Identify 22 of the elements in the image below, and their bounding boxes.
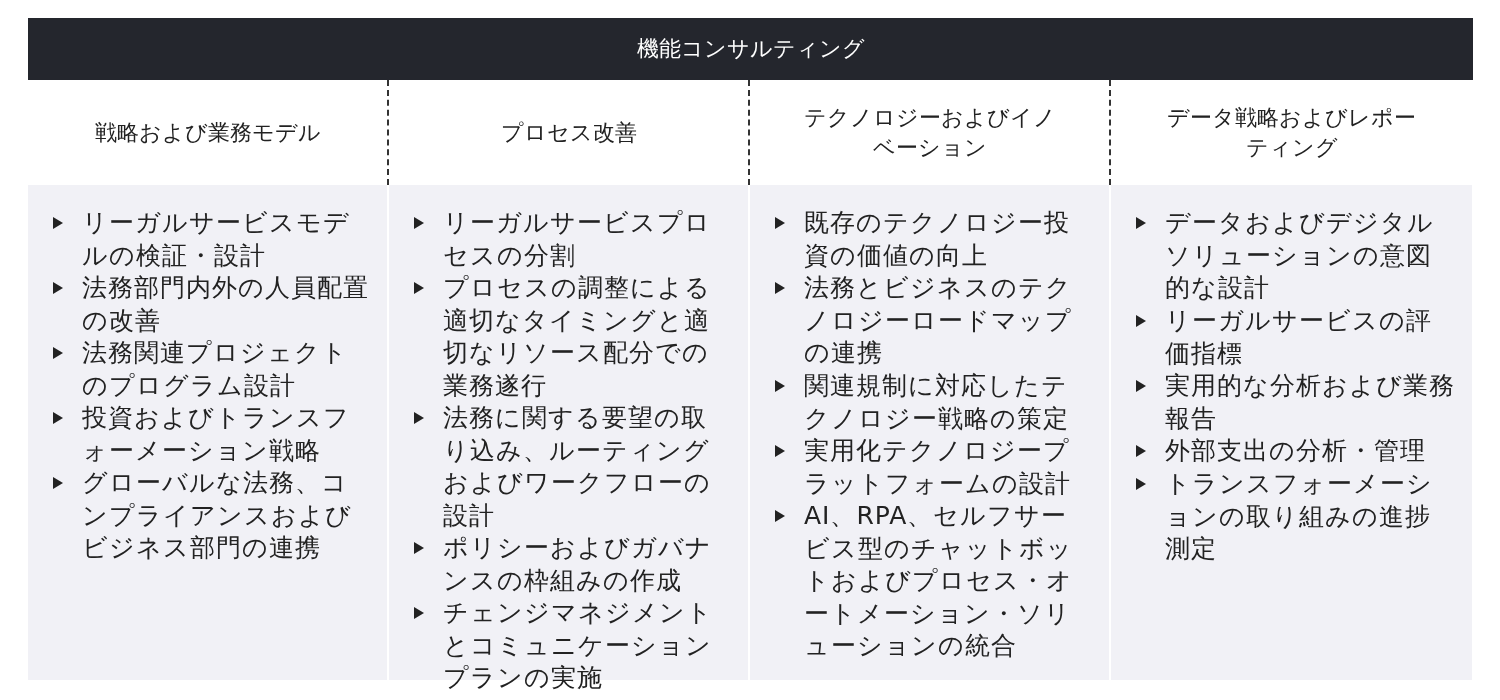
- list-item: トランスフォーメーションの取り組みの進捗測定: [1165, 468, 1434, 565]
- list-item: 関連規制に対応したテクノロジー戦略の策定: [804, 370, 1070, 435]
- list-item: 法務とビジネスのテクノロジーロードマップの連携: [804, 272, 1073, 369]
- list-item: 実用的な分析および業務報告: [1165, 370, 1455, 435]
- list-item: ポリシーおよびガバナンスの枠組みの作成: [443, 532, 713, 597]
- list-item: リーガルサービスモデルの検証・設計: [82, 207, 351, 272]
- column-heading: データ戦略およびレポーティング: [1166, 103, 1417, 162]
- list-item: 外部支出の分析・管理: [1165, 435, 1427, 467]
- list-item: グローバルな法務、コンプライアンスおよびビジネス部門の連携: [82, 467, 353, 564]
- header-band: 機能コンサルティング: [28, 18, 1473, 80]
- list-item: データおよびデジタルソリューションの意図的な設計: [1165, 207, 1435, 304]
- list-item: プロセスの調整による適切なタイミングと適切なリソース配分での業務遂行: [443, 272, 712, 402]
- list-item: 法務に関する要望の取り込み、ルーティングおよびワークフローの設計: [443, 402, 712, 532]
- list-item: 既存のテクノロジー投資の価値の向上: [804, 207, 1071, 272]
- list-item: チェンジマネジメントとコミュニケーションプランの実施: [443, 597, 714, 694]
- list-item: AI、RPA、セルフサービス型のチャットボットおよびプロセス・オートメーション・ソリューションの統合: [804, 500, 1074, 662]
- list-item: 投資およびトランスフォーメーション戦略: [82, 402, 351, 467]
- list-item: 実用化テクノロジープラットフォームの設計: [804, 435, 1072, 500]
- list-item: リーガルサービスプロセスの分割: [443, 207, 712, 272]
- list-item: 法務関連プロジェクトのプログラム設計: [82, 337, 349, 402]
- list-item: 法務部門内外の人員配置の改善: [82, 272, 370, 337]
- list-item: リーガルサービスの評価指標: [1165, 305, 1433, 370]
